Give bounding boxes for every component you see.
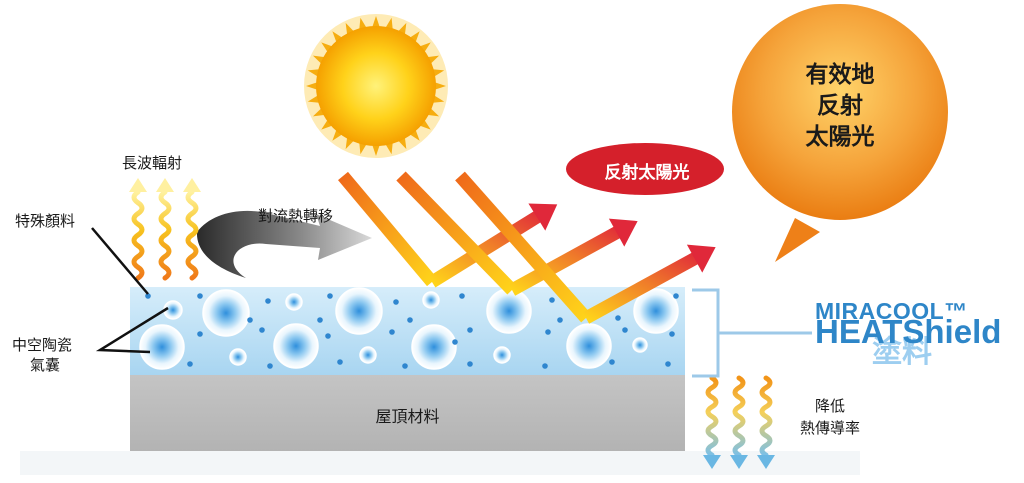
sun-icon [304, 14, 448, 158]
bubble-text: 有效地 反射 太陽光 [760, 60, 920, 153]
ceramic-label-line2: 氣囊 [30, 356, 61, 374]
reflect-pill-label: 反射太陽光 [604, 163, 690, 183]
bubble-line-3: 太陽光 [805, 124, 875, 150]
pointer-lines [91, 227, 169, 354]
speech-bubble [732, 4, 948, 262]
reflect-pill [566, 143, 724, 195]
brand-line-2: HEATShield [815, 313, 1002, 350]
convection-label: 對流熱轉移 [258, 207, 334, 225]
low-conduction-label-line1: 降低 [814, 397, 845, 415]
ground-shadow [20, 451, 860, 475]
roof-layer [130, 375, 685, 451]
pigment-label: 特殊顏料 [15, 212, 76, 230]
conduction-waves-icon [703, 375, 775, 469]
ceramic-spheres [139, 287, 679, 370]
low-conduction-label-line2: 熱傳導率 [799, 419, 860, 437]
bubble-line-1: 有效地 [805, 62, 875, 88]
roof-label: 屋頂材料 [375, 407, 440, 426]
sun-rays [338, 171, 716, 324]
ceramic-label-line1: 中空陶瓷 [12, 336, 73, 354]
longwave-waves-icon [129, 178, 201, 281]
brand-line-3: 塗料 [872, 335, 932, 370]
brand-line-1: MIRACOOL™ [815, 298, 968, 324]
bubble-line-2: 反射 [817, 93, 863, 119]
convection-arrow-icon [196, 210, 372, 278]
longwave-label: 長波輻射 [122, 154, 183, 172]
coating-bracket [692, 288, 812, 378]
